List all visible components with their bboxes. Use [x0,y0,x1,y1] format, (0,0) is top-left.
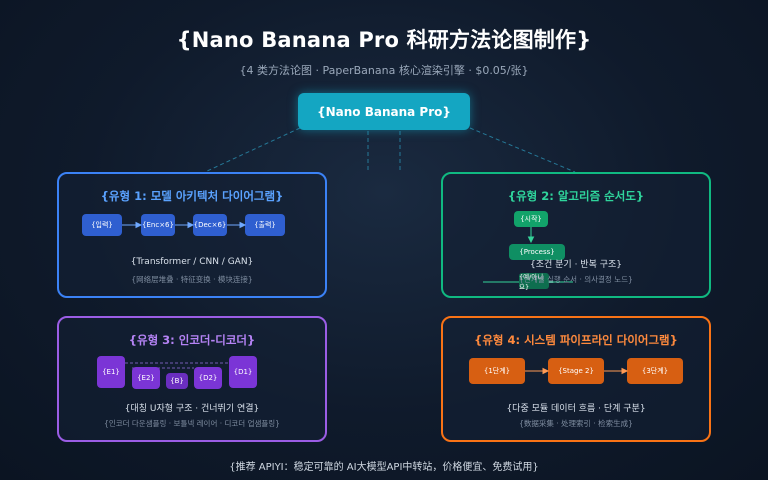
card-subtext: {网络层堆叠 · 特征变换 · 模块连接} [131,275,253,284]
card-description: {Transformer / CNN / GAN} [130,257,254,267]
node-start: {시작} [514,211,548,227]
card-title: {유형 1: 모델 아키텍처 다이어그램} [100,189,284,203]
node-decoder: {Dec×6} [193,214,227,236]
connector-card2 [469,127,576,173]
footer-text: {推荐 APIYI：稳定可靠的 AI大模型API中转站，价格便宜、免费试用} [229,462,539,473]
node-d1: {D1} [229,356,257,388]
node-output: {출력} [245,214,285,236]
node-e1: {E1} [97,356,125,388]
node-stage1: {1단계} [469,358,525,384]
node-input: {입력} [82,214,122,236]
page-subtitle: {4 类方法论图 · PaperBanana 核心渲染引擎 · $0.05/张} [239,64,529,77]
node-d2: {D2} [194,367,222,389]
node-process: {Process} [509,244,565,260]
node-e2: {E2} [132,367,160,389]
card-description: {조건 분기 · 반복 구조} [530,260,622,270]
node-stage2: {Stage 2} [548,358,604,384]
page-title: {Nano Banana Pro 科研方法论图制作} [176,28,592,52]
connector-card1 [204,127,301,173]
root-node: {Nano Banana Pro} [298,93,470,130]
card-system-pipeline: {유형 4: 시스템 파이프라인 다이어그램} {1단계} {Stage 2} … [441,316,711,442]
card-algorithm-flowchart: {유형 2: 알고리즘 순서도} {시작} {Process} {조건 분기 ·… [441,172,711,298]
card1-arrows [122,221,247,229]
node-decision: {예/아니요} [519,273,549,291]
card-subtext: {数据采集 · 处理索引 · 检索生成} [519,419,633,428]
card-encoder-decoder: {유형 3: 인코더-디코더} {E1} {E2} {B} {D2} {D1} … [57,316,327,442]
card-title: {유형 3: 인코더-디코더} [128,333,256,347]
card-model-architecture: {유형 1: 모델 아키텍처 다이어그램} {입력} {Enc×6} {Dec×… [57,172,327,298]
card-subtext: {단계별 실행 순서 · 의사결정 노드} [519,275,633,284]
card-title: {유형 4: 시스템 파이프라인 다이어그램} [474,333,678,347]
node-encoder: {Enc×6} [141,214,175,236]
node-stage3: {3단계} [627,358,683,384]
card-title: {유형 2: 알고리즘 순서도} [507,189,645,203]
card-subtext: {인코더 다운샘플링 · 보틀넥 레이어 · 디코더 업샘플링} [104,419,280,428]
card-description: {다중 모듈 데이터 흐름 · 단계 구분} [506,404,646,414]
card4-arrows [525,367,629,375]
card-description: {대칭 U자형 구조 · 건너뛰기 연결} [124,404,260,414]
node-bottleneck: {B} [166,373,188,389]
